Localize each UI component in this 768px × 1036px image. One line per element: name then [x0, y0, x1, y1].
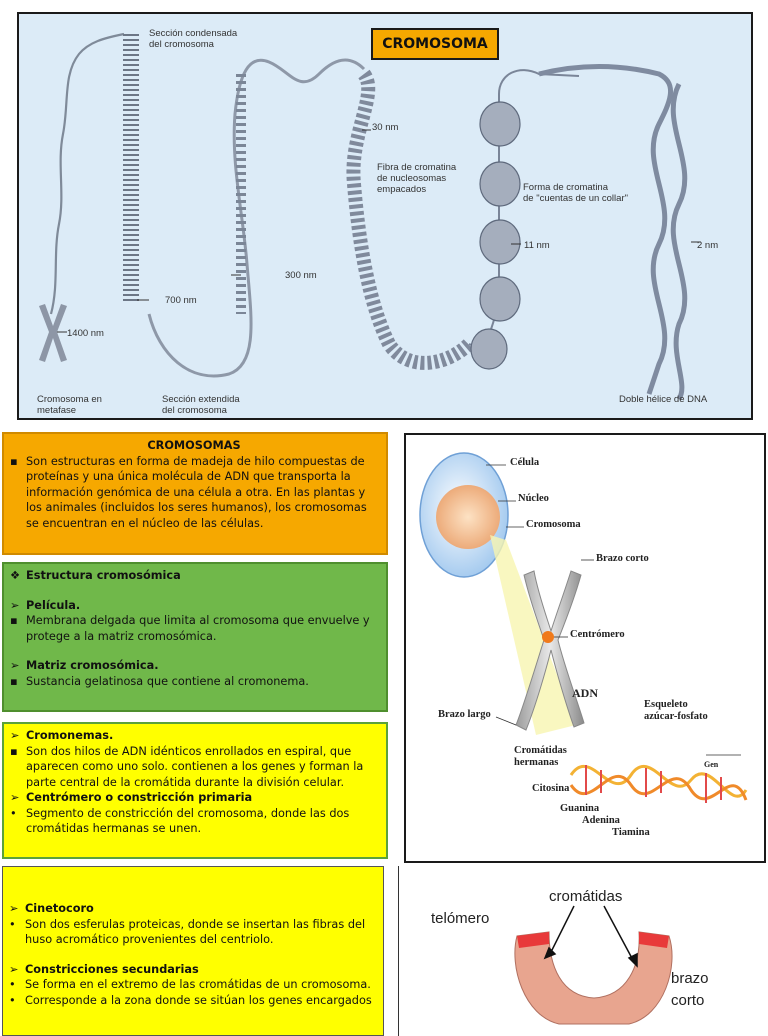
label-telomere: telómero [431, 910, 490, 927]
arrow-bullet-icon: ➢ [10, 791, 20, 804]
label-beads-on-string: Forma de cromatina de "cuentas de un col… [523, 182, 628, 204]
label-cell: Célula [510, 457, 540, 468]
centromero-title: Centrómero o constricción primaria [26, 791, 253, 804]
square-bullet-icon: ▪ [10, 744, 18, 758]
label-chromosome: Cromosoma [526, 519, 581, 530]
arrow-bullet-icon: ➢ [9, 902, 19, 915]
arrow-bullet-icon: ➢ [10, 598, 20, 612]
dot-bullet-icon: • [9, 917, 16, 931]
label-11nm: 11 nm [524, 240, 550, 251]
list-item: ➢ Matriz cromosómica. [10, 658, 378, 674]
list-item: ▪ Membrana delgada que limita al cromosom… [10, 613, 378, 644]
centromere-dot [542, 631, 554, 643]
chromosome-shape [515, 570, 585, 731]
list-item: ➢ Cromonemas. [10, 728, 378, 744]
label-30nm: 30 nm [372, 122, 399, 133]
label-thymine: Tiamina [612, 827, 650, 838]
label-nucleosome-fiber: Fibra de cromatina de nucleosomas empaca… [377, 162, 457, 195]
dna-double-helix [538, 64, 688, 401]
list-item: ➢ Película. [10, 598, 378, 614]
cromosomas-definition-box: CROMOSOMAS ▪ Son estructuras en forma de … [2, 432, 388, 555]
list-item: ▪ Son dos hilos de ADN idénticos enrollad… [10, 744, 378, 791]
label-sugar-phosphate: Esqueleto azúcar-fosfato [644, 699, 708, 722]
chromatids-illustration [514, 905, 673, 1025]
arrow-bullet-icon: ➢ [10, 729, 20, 742]
dot-bullet-icon: • [10, 806, 17, 820]
cinetocoro-box: ➢ Cinetocoro • Son dos esferulas proteicas… [2, 866, 384, 1036]
cromonemas-box: ➢ Cromonemas. ▪ Son dos hilos de ADN idént… [2, 722, 388, 859]
matriz-text: Sustancia gelatinosa que contiene al cro… [26, 674, 309, 688]
square-bullet-icon: ▪ [10, 454, 18, 468]
dna-strand [569, 765, 748, 803]
condensed-section-coil [49, 32, 139, 315]
label-2nm: 2 nm [697, 240, 719, 251]
cromosomas-heading: CROMOSOMAS [147, 439, 241, 452]
list-item: ➢ Centrómero o constricción primaria [10, 790, 378, 806]
label-centromere: Centrómero [570, 629, 625, 640]
list-item: • Se forma en el extremo de las cromátida… [9, 977, 375, 993]
arrow-bullet-icon: ➢ [10, 659, 20, 672]
label-guanine: Guanina [560, 803, 600, 814]
label-sister-chromatids: Cromátidas hermanas [514, 745, 567, 768]
label-metaphase-chromosome: Cromosoma en metafase [37, 394, 102, 416]
label-cytosine: Citosina [532, 783, 570, 794]
label-nucleus: Núcleo [518, 493, 549, 504]
label-dna: ADN [572, 686, 598, 700]
list-item: • Son dos esferulas proteicas, donde se i… [9, 917, 375, 948]
beads-on-string [468, 69, 580, 370]
square-bullet-icon: ▪ [10, 614, 18, 627]
metaphase-chromosome [39, 304, 67, 362]
chromosome-anatomy-illustration [419, 452, 748, 803]
label-extended-section: Sección extendida del cromosoma [162, 394, 240, 416]
square-bullet-icon: ▪ [10, 674, 18, 688]
extended-section-loop [147, 58, 366, 378]
chromosome-anatomy-diagram: Célula Núcleo Cromosoma Brazo corto Cent… [404, 433, 766, 863]
label-long-arm: Brazo largo [438, 709, 491, 720]
dot-bullet-icon: • [9, 978, 16, 991]
estructura-box: ❖ Estructura cromosómica ➢ Película. ▪ Memb… [2, 562, 388, 712]
centromero-text: Segmento de constricción del cromosoma, … [26, 806, 350, 836]
list-item: ▪ Sustancia gelatinosa que contiene al cr… [10, 674, 378, 690]
label-adenine: Adenina [582, 815, 620, 826]
label-700nm: 700 nm [165, 295, 197, 306]
chromatids-diagram: cromátidas telómero brazo corto [398, 866, 768, 1036]
constricciones-text-2: Corresponde a la zona donde se sitúan lo… [25, 993, 372, 1007]
figure-title: CROMOSOMA [371, 28, 499, 60]
chromatin-illustration [39, 32, 701, 401]
list-item: ➢ Cinetocoro [9, 901, 375, 917]
cromonemas-title: Cromonemas. [26, 729, 114, 742]
nucleosome-fiber-30nm [346, 69, 474, 370]
label-1400nm: 1400 nm [67, 328, 104, 339]
list-item: • Segmento de constricción del cromosoma,… [10, 806, 378, 837]
constricciones-text-1: Se forma en el extremo de las cromátidas… [25, 978, 371, 991]
label-short-arm: Brazo corto [596, 553, 649, 564]
list-item: ▪ Son estructuras en forma de madeja de h… [10, 454, 378, 532]
chromatin-levels-figure: CROMOSOMA Sección condensada del cromoso… [17, 12, 753, 420]
label-dna-double-helix: Doble hélice de DNA [619, 394, 708, 405]
pelicula-text: Membrana delgada que limita al cromosoma… [26, 614, 370, 643]
list-item: ❖ Estructura cromosómica [10, 568, 378, 584]
arrow-bullet-icon: ➢ [9, 962, 19, 976]
constricciones-title: Constricciones secundarias [25, 962, 199, 976]
cinetocoro-title: Cinetocoro [25, 902, 94, 915]
list-item: ➢ Constricciones secundarias [9, 962, 375, 978]
dot-bullet-icon: • [9, 993, 16, 1007]
cinetocoro-text: Son dos esferulas proteicas, donde se in… [25, 917, 366, 947]
label-condensed-section: Sección condensada del cromosoma [149, 28, 238, 50]
cromonemas-text: Son dos hilos de ADN idénticos enrollado… [26, 744, 364, 789]
cromosomas-text: Son estructuras en forma de madeja de hi… [26, 454, 367, 530]
nucleus-shape [436, 485, 500, 549]
list-item: • Corresponde a la zona donde se sitúan l… [9, 993, 375, 1009]
label-chromatids: cromátidas [549, 888, 623, 905]
pelicula-title: Película. [26, 598, 81, 612]
estructura-heading: Estructura cromosómica [26, 569, 181, 582]
matriz-title: Matriz cromosómica. [26, 659, 159, 672]
diamond-bullet-icon: ❖ [10, 569, 21, 582]
label-300nm: 300 nm [285, 270, 317, 281]
label-gene: Gen [704, 760, 719, 769]
label-short-arm-2: brazo corto [671, 970, 709, 1009]
